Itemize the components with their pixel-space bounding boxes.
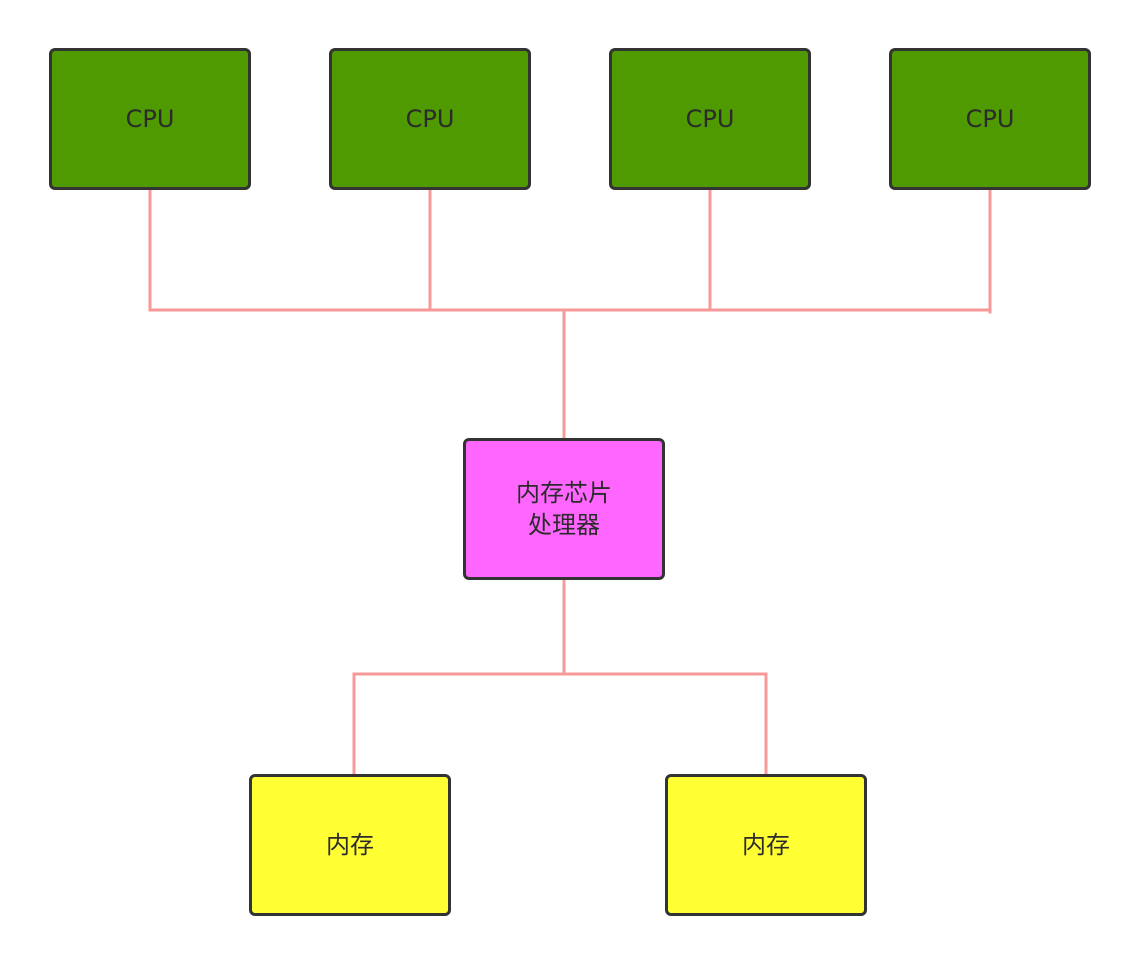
- cpu-box-2: CPU: [329, 48, 531, 190]
- memory-box-1: 内存: [249, 774, 451, 916]
- cpu-box-3: CPU: [609, 48, 811, 190]
- memory-box-2: 内存: [665, 774, 867, 916]
- memory-controller-label: 内存芯片 处理器: [516, 479, 612, 539]
- cpu-label: CPU: [685, 105, 735, 133]
- memory-label: 内存: [742, 831, 790, 859]
- memory-label: 内存: [326, 831, 374, 859]
- cpu-box-1: CPU: [49, 48, 251, 190]
- cpu-label: CPU: [965, 105, 1015, 133]
- cpu-box-4: CPU: [889, 48, 1091, 190]
- memory-controller-box: 内存芯片 处理器: [463, 438, 665, 580]
- cpu-label: CPU: [405, 105, 455, 133]
- cpu-label: CPU: [125, 105, 175, 133]
